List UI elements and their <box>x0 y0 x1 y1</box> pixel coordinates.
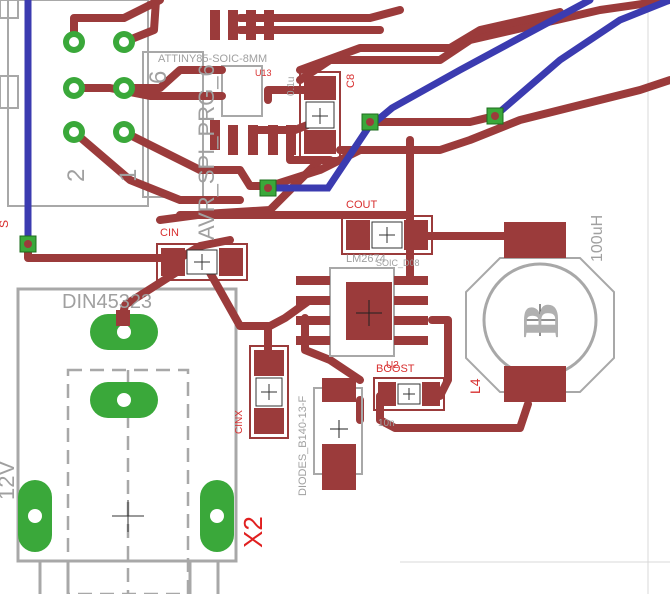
lm-package: SOIC_D08 <box>376 258 420 268</box>
capacitor-cin[interactable] <box>156 243 248 281</box>
boost-value: 10n <box>378 418 395 429</box>
capacitor-c8[interactable] <box>299 71 341 159</box>
lm-name: LM2674 <box>346 253 386 265</box>
inductor-l4[interactable] <box>465 222 615 402</box>
inductor-value: 100uH <box>589 215 606 262</box>
boost-name: BOOST <box>376 363 415 375</box>
header-pads[interactable] <box>63 31 135 143</box>
header-pin-6: 6 <box>145 71 172 84</box>
inductor-logo-mark: B <box>513 303 570 338</box>
capacitor-cout[interactable] <box>341 215 433 255</box>
attiny-pads[interactable] <box>210 10 296 155</box>
din-name: DIN45323 <box>62 291 152 313</box>
din-12v-label: 12V <box>0 461 19 500</box>
cin-name: CIN <box>160 227 179 239</box>
din-connector-outline <box>16 287 238 594</box>
u2-name: U2 <box>386 360 399 371</box>
din-pads[interactable] <box>18 314 234 552</box>
regulator-lm2674[interactable] <box>296 267 428 357</box>
attiny-ref: U13 <box>255 68 272 78</box>
diode-name: DIODES_B140-13-F <box>297 395 309 496</box>
attiny-name: ATTINY85-SOIC-8MM <box>158 53 267 65</box>
capacitor-boost[interactable] <box>373 377 445 411</box>
din-ref-x2: X2 <box>238 516 268 548</box>
c8-name: C8 <box>345 74 357 88</box>
attiny-outline <box>221 65 263 117</box>
l4-name: L4 <box>467 378 483 394</box>
capacitor-cinx[interactable] <box>249 345 289 439</box>
header-pin-1: 1 <box>115 169 142 182</box>
c8-value: 0.1u <box>286 77 297 96</box>
cout-name: COUT <box>346 199 377 211</box>
bottom-layer-traces <box>24 0 670 248</box>
diode-b140[interactable] <box>313 378 363 490</box>
header-pin-2: 2 <box>63 169 90 182</box>
avr-spi-name: AVR_SPI_PRG_6 <box>194 64 219 240</box>
s-label: S <box>0 220 11 228</box>
cinx-name: CINX <box>234 410 245 434</box>
